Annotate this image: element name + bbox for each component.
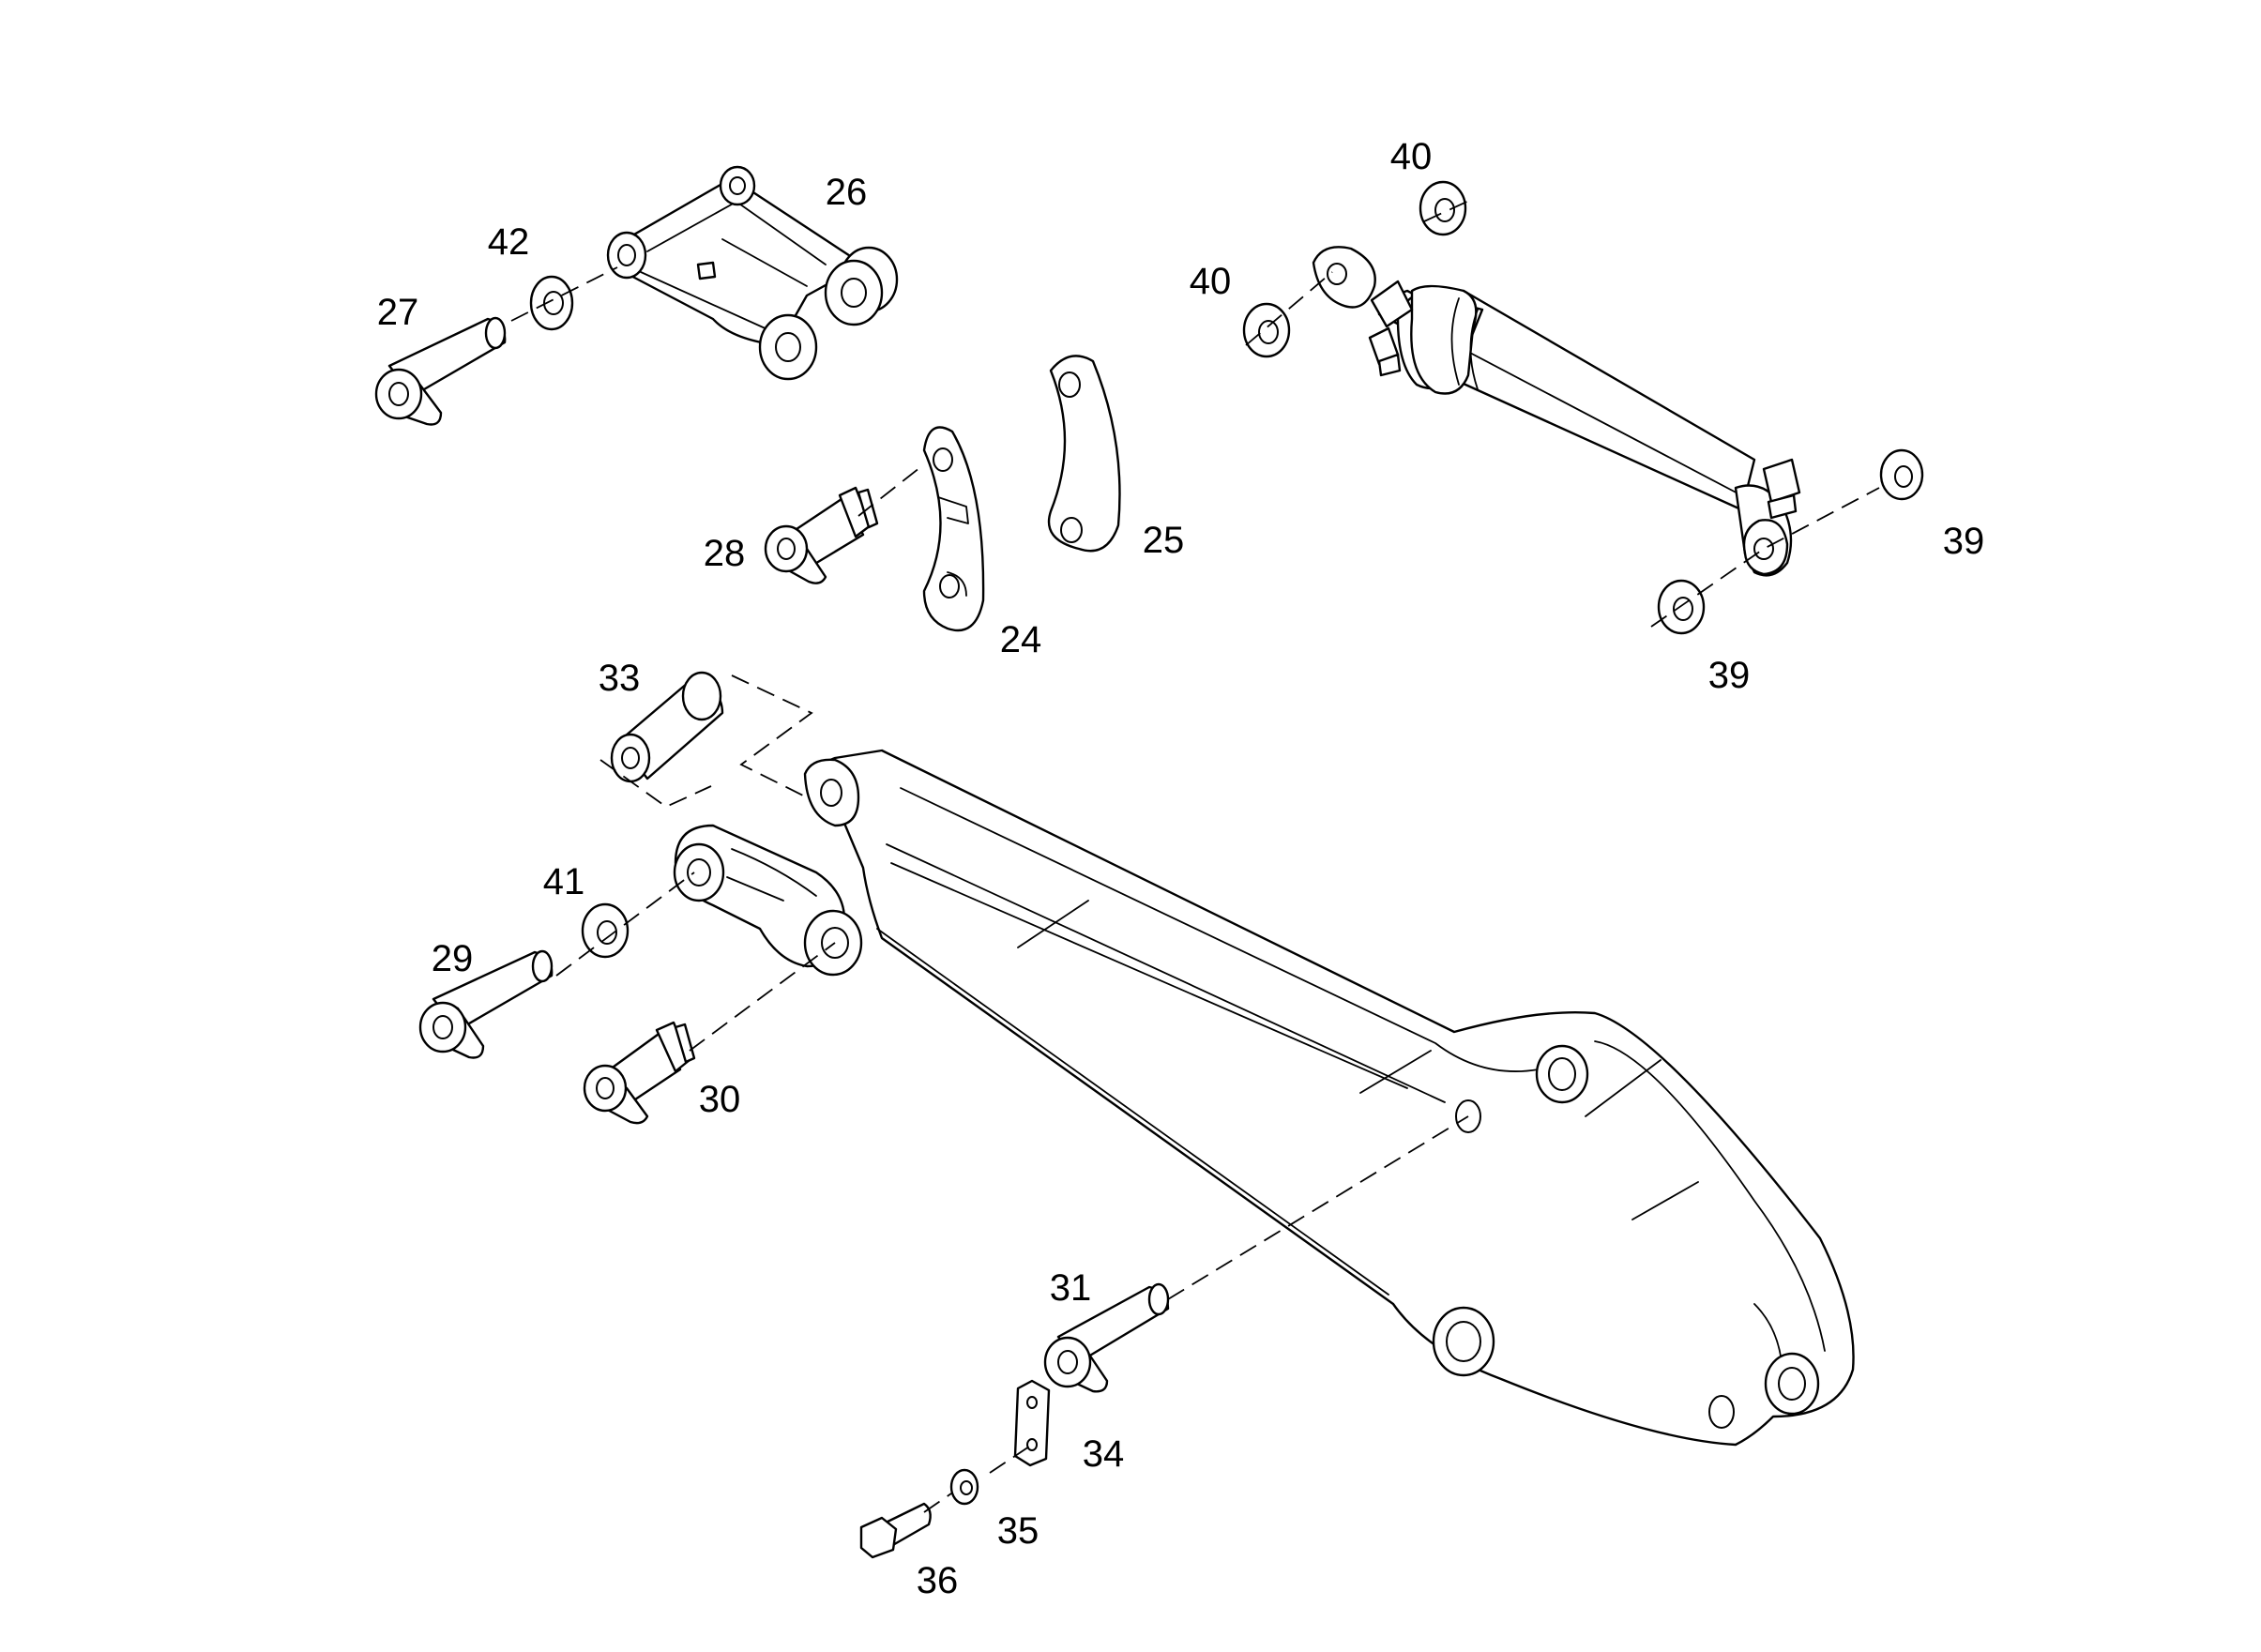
part-42-washer xyxy=(529,275,574,331)
part-39-washer-right xyxy=(1879,448,1924,501)
callout-34: 34 xyxy=(1082,1433,1125,1475)
callout-29: 29 xyxy=(431,938,474,979)
part-26-rocker-link xyxy=(606,165,899,381)
callout-27: 27 xyxy=(376,292,419,333)
main-arm xyxy=(673,749,1855,1447)
part-41-washer xyxy=(581,902,630,959)
part-24-plate xyxy=(922,426,985,632)
callout-36: 36 xyxy=(916,1560,959,1601)
hydraulic-cylinder xyxy=(1312,246,1801,577)
part-30-pin-with-nut xyxy=(583,1021,696,1125)
part-36-bolt xyxy=(859,1502,932,1559)
callout-41: 41 xyxy=(542,861,585,902)
callout-33: 33 xyxy=(598,658,641,699)
part-25-curved-link xyxy=(1047,355,1121,553)
callout-28: 28 xyxy=(703,533,746,574)
callout-39-lower: 39 xyxy=(1707,655,1751,696)
callout-31: 31 xyxy=(1049,1267,1092,1309)
callout-26: 26 xyxy=(825,172,868,213)
part-33-bushing xyxy=(599,671,827,809)
callout-42: 42 xyxy=(487,221,530,263)
assembly-lines xyxy=(510,198,1880,1513)
part-40-washer-upper xyxy=(1419,180,1467,236)
callout-39-right: 39 xyxy=(1942,521,1985,562)
callout-40-upper: 40 xyxy=(1389,136,1433,177)
part-29-pin xyxy=(418,949,554,1059)
callout-40-lower: 40 xyxy=(1189,261,1232,302)
part-28-pin-with-nut xyxy=(764,486,879,584)
part-31-pin xyxy=(1043,1282,1170,1393)
part-39-washer-lower xyxy=(1657,579,1706,635)
callout-24: 24 xyxy=(999,619,1042,660)
callout-30: 30 xyxy=(698,1079,741,1120)
callout-25: 25 xyxy=(1142,520,1185,561)
part-40-washer-lower xyxy=(1242,302,1291,358)
part-35-washer xyxy=(949,1468,979,1506)
part-27-pin xyxy=(374,316,507,426)
callout-35: 35 xyxy=(996,1510,1039,1552)
